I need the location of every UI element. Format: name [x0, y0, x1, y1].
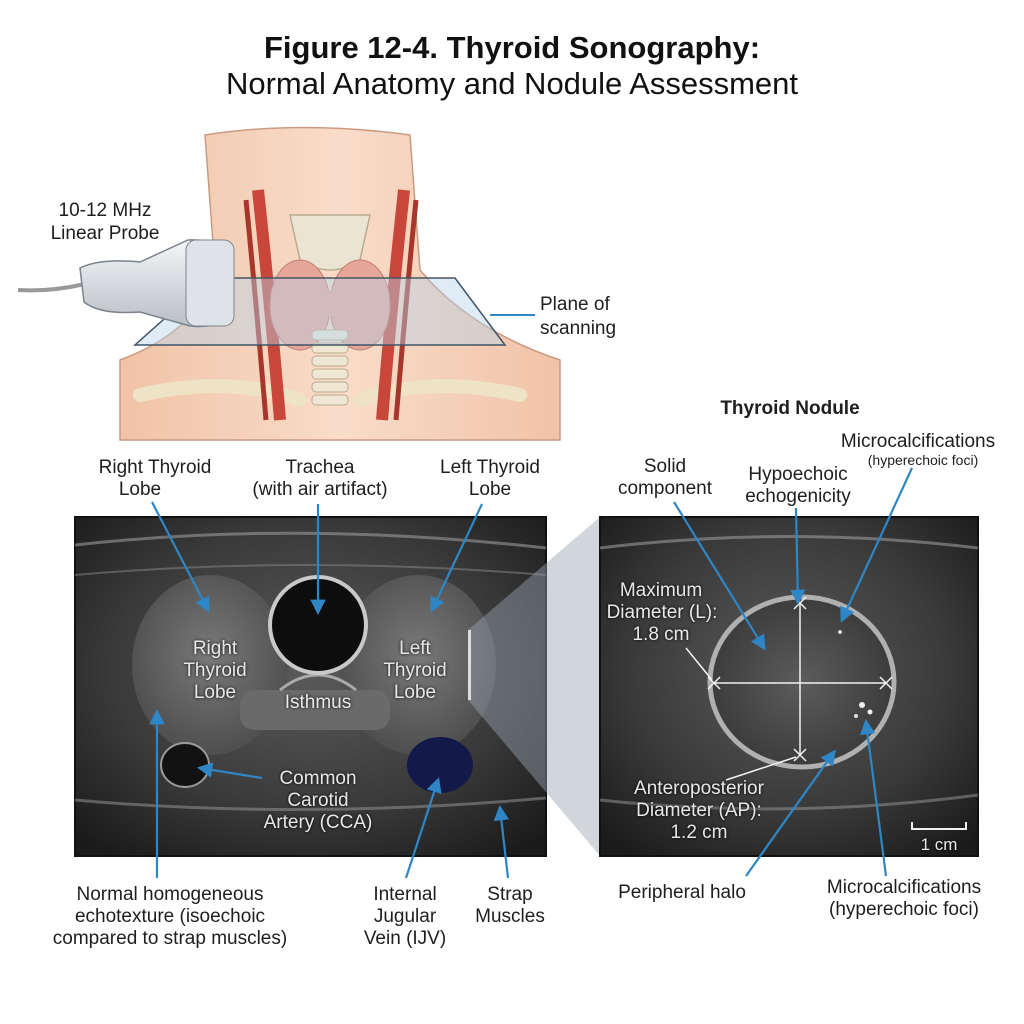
nodule-title: Thyroid Nodule: [720, 398, 860, 419]
probe-illustration: [17, 239, 235, 328]
microcalc-bottom-2: (hyperechoic foci): [829, 899, 979, 920]
label-left-lobe-line2: Lobe: [468, 479, 512, 500]
figure-title: Figure 12-4. Thyroid Sonography:: [263, 30, 761, 65]
peripheral-halo: Peripheral halo: [618, 882, 746, 903]
max-diameter-2: Diameter (L):: [606, 602, 718, 623]
hypoechoic-2: echogenicity: [745, 486, 851, 507]
label-left-lobe-line1: Left Thyroid: [440, 457, 540, 478]
inner-right-lobe-2: Thyroid: [183, 660, 247, 681]
figure-subtitle: Normal Anatomy and Nodule Assessment: [225, 66, 799, 101]
inner-left-lobe-1: Left: [399, 638, 431, 659]
inner-cca-3: Artery (CCA): [263, 812, 373, 833]
label-right-lobe-line1: Right Thyroid: [98, 457, 212, 478]
label-trachea-line2: (with air artifact): [252, 479, 388, 500]
probe-label-freq: 10-12 MHz: [58, 200, 152, 221]
max-diameter-1: Maximum: [619, 580, 703, 601]
strap-2: Muscles: [475, 906, 545, 927]
probe-label-type: Linear Probe: [50, 223, 160, 244]
ijv-3: Vein (IJV): [363, 928, 447, 949]
neck-illustration: [119, 126, 561, 441]
zoom-connector: [468, 517, 600, 856]
inner-right-lobe-1: Right: [192, 638, 238, 659]
ap-diameter-1: Anteroposterior: [634, 778, 764, 799]
inner-cca-1: Common: [279, 768, 357, 789]
solid-component-2: component: [617, 478, 712, 499]
microcalc-top-sub: (hyperechoic foci): [867, 452, 979, 468]
scale-bar: [911, 822, 967, 830]
hypoechoic-1: Hypoechoic: [748, 464, 848, 485]
nodule-ultrasound: [599, 516, 979, 857]
microcalc-bottom-1: Microcalcifications: [826, 877, 982, 898]
ap-diameter-2: Diameter (AP):: [636, 800, 762, 821]
inner-cca-2: Carotid: [287, 790, 349, 811]
inner-left-lobe-3: Lobe: [393, 682, 437, 703]
inner-right-lobe-3: Lobe: [193, 682, 237, 703]
microcalc-top: Microcalcifications: [840, 431, 996, 452]
inner-left-lobe-2: Thyroid: [383, 660, 447, 681]
inner-isthmus: Isthmus: [284, 692, 352, 713]
ijv-1: Internal: [373, 884, 437, 905]
scale-bar-label: 1 cm: [920, 835, 958, 854]
echotexture-1: Normal homogeneous: [76, 884, 264, 905]
solid-component-1: Solid: [643, 456, 687, 477]
caliper-lines: [685, 596, 893, 781]
echotexture-2: echotexture (isoechoic: [74, 906, 266, 927]
label-right-lobe-line2: Lobe: [118, 479, 162, 500]
plane-label-line2: scanning: [540, 318, 617, 339]
ijv-2: Jugular: [373, 906, 437, 927]
ap-diameter-3: 1.2 cm: [670, 822, 728, 843]
plane-label-line1: Plane of: [540, 294, 610, 315]
transverse-ultrasound: [74, 516, 547, 857]
strap-1: Strap: [487, 884, 533, 905]
label-trachea-line1: Trachea: [285, 457, 355, 478]
leader-arrows: [149, 467, 913, 879]
max-diameter-3: 1.8 cm: [632, 624, 690, 645]
echotexture-3: compared to strap muscles): [52, 928, 288, 949]
